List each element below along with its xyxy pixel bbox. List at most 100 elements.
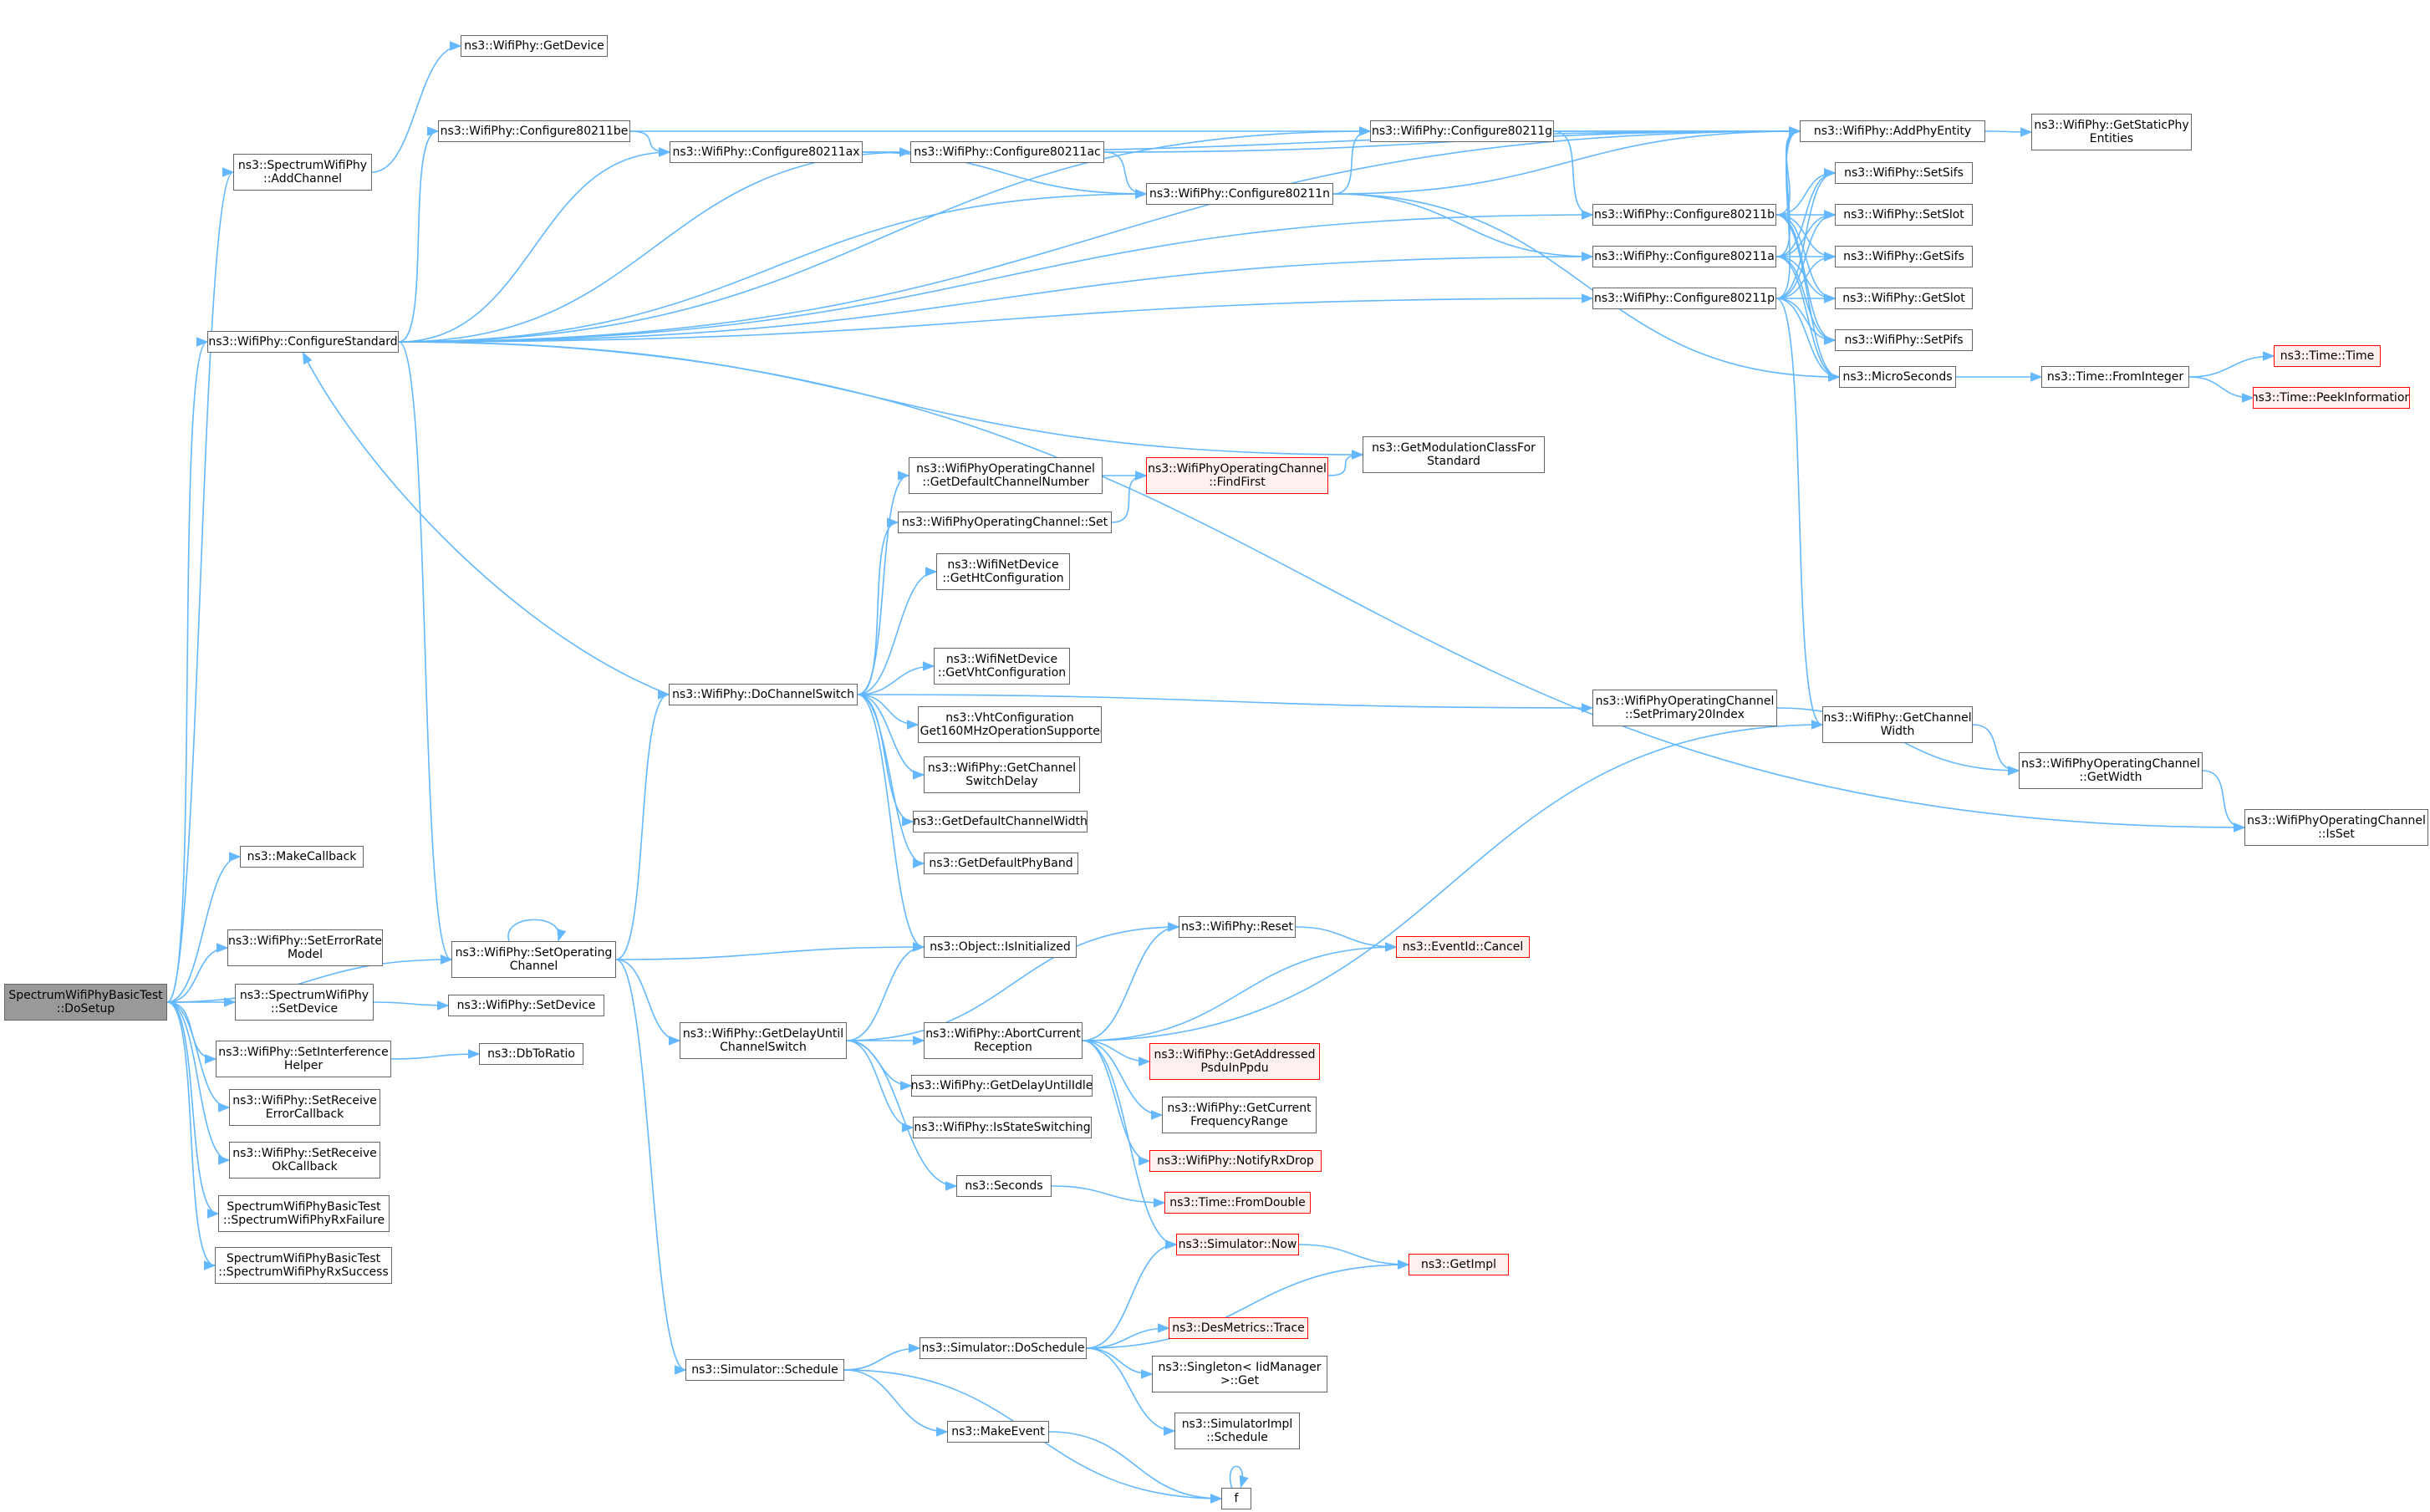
edge-abortrx-to-cancel [1082,942,1398,1041]
node-getvht[interactable]: ns3::WifiNetDevice::GetVhtConfiguration [934,648,1070,685]
edge-c80211p-to-setpifs [1775,298,1837,345]
node-addphyentity[interactable]: ns3::WifiPhy::AddPhyEntity [1800,120,1985,142]
node-label-line: ns3::DesMetrics::Trace [1172,1321,1305,1335]
node-label-line: Model [287,948,323,961]
edge-docs-to-isinit [857,694,925,952]
node-getht[interactable]: ns3::WifiNetDevice::GetHtConfiguration [936,553,1070,590]
node-label-line: ns3::Singleton< IidManager [1158,1361,1322,1374]
node-c80211ac[interactable]: ns3::WifiPhy::Configure80211ac [910,141,1104,163]
edge-abortrx-to-getcurfreq [1082,1040,1164,1120]
node-wifisetdevice[interactable]: ns3::WifiPhy::SetDevice [448,995,604,1016]
edge-addchannel-to-getdevice [371,41,462,173]
node-getdefband[interactable]: ns3::GetDefaultPhyBand [924,853,1078,874]
node-label-line: ns3::WifiPhy::SetInterference [218,1046,389,1059]
edge-configstandard-to-opisset [398,341,2246,832]
node-singleton[interactable]: ns3::Singleton< IidManager>::Get [1152,1356,1327,1392]
node-c80211n[interactable]: ns3::WifiPhy::Configure80211n [1146,183,1333,205]
node-label-line: ::AddChannel [262,172,342,186]
node-opgetdefault[interactable]: ns3::WifiPhyOperatingChannel::GetDefault… [909,457,1103,494]
edge-configstandard-to-c80211a [398,252,1594,343]
edge-abortrx-to-getaddressed [1082,1040,1151,1067]
node-rxsuccess[interactable]: SpectrumWifiPhyBasicTest::SpectrumWifiPh… [215,1247,392,1284]
node-label-line: ns3::WifiPhy::SetErrorRate [228,934,382,948]
edge-configstandard-to-c80211ax [398,147,671,343]
node-c80211a[interactable]: ns3::WifiPhy::Configure80211a [1592,246,1776,267]
node-opisset[interactable]: ns3::WifiPhyOperatingChannel::IsSet [2244,809,2428,846]
node-f[interactable]: f [1221,1488,1251,1509]
edge-root-to-addchannel [166,167,235,1003]
node-getimpl[interactable]: ns3::GetImpl [1409,1254,1509,1275]
node-c80211b[interactable]: ns3::WifiPhy::Configure80211b [1592,204,1776,226]
node-configstandard[interactable]: ns3::WifiPhy::ConfigureStandard [207,331,399,353]
node-isswitching[interactable]: ns3::WifiPhy::IsStateSwitching [913,1117,1092,1138]
edge-setopch-to-docs [615,690,670,960]
node-frominteger[interactable]: ns3::Time::FromInteger [2041,366,2189,388]
node-addchannel[interactable]: ns3::SpectrumWifiPhy::AddChannel [233,154,372,191]
node-dbtoratio[interactable]: ns3::DbToRatio [479,1043,583,1065]
node-docs[interactable]: ns3::WifiPhy::DoChannelSwitch [669,684,858,705]
node-label-line: ErrorCallback [265,1107,344,1121]
node-specsetdevice[interactable]: ns3::SpectrumWifiPhy::SetDevice [235,984,374,1021]
node-notifyrxdrop[interactable]: ns3::WifiPhy::NotifyRxDrop [1149,1150,1322,1172]
node-c80211ax[interactable]: ns3::WifiPhy::Configure80211ax [670,141,863,163]
edge-abortrx-to-simnow [1082,1040,1178,1250]
node-opfindfirst[interactable]: ns3::WifiPhyOperatingChannel::FindFirst [1146,457,1328,494]
node-root[interactable]: SpectrumWifiPhyBasicTest::DoSetup [4,984,167,1021]
node-getsifs[interactable]: ns3::WifiPhy::GetSifs [1835,246,1973,267]
node-label-line: ns3::WifiPhyOperatingChannel [2247,814,2426,827]
node-label-line: ns3::WifiNetDevice [945,653,1058,666]
edge-schedule-to-makeevent [843,1369,949,1437]
node-makecallback[interactable]: ns3::MakeCallback [240,846,364,868]
node-getslot[interactable]: ns3::WifiPhy::GetSlot [1835,288,1973,309]
node-seconds[interactable]: ns3::Seconds [956,1175,1052,1197]
node-label-line: ns3::MakeCallback [247,850,357,863]
node-getdelayidle[interactable]: ns3::WifiPhy::GetDelayUntilIdle [911,1075,1093,1097]
node-fromdouble[interactable]: ns3::Time::FromDouble [1164,1192,1311,1214]
node-cancel[interactable]: ns3::EventId::Cancel [1396,936,1530,958]
node-makeevent[interactable]: ns3::MakeEvent [947,1421,1049,1443]
node-desmetrics[interactable]: ns3::DesMetrics::Trace [1169,1317,1308,1339]
node-getdefwidth[interactable]: ns3::GetDefaultChannelWidth [913,811,1088,832]
edge-root-to-configstandard [166,337,209,1003]
node-label-line: ns3::WifiPhy::Configure80211ac [914,145,1101,159]
node-setsifs[interactable]: ns3::WifiPhy::SetSifs [1835,162,1973,184]
node-c80211g[interactable]: ns3::WifiPhy::Configure80211g [1370,120,1554,142]
node-opgetwidth[interactable]: ns3::WifiPhyOperatingChannel::GetWidth [2019,752,2203,789]
node-rxfailure[interactable]: SpectrumWifiPhyBasicTest::SpectrumWifiPh… [218,1195,390,1232]
node-timetime[interactable]: ns3::Time::Time [2274,345,2381,367]
node-setpifs[interactable]: ns3::WifiPhy::SetPifs [1835,329,1973,351]
node-simimplsched[interactable]: ns3::SimulatorImpl::Schedule [1174,1413,1300,1449]
node-label-line: Reception [974,1041,1032,1054]
node-schedule[interactable]: ns3::Simulator::Schedule [685,1359,844,1381]
node-opset[interactable]: ns3::WifiPhyOperatingChannel::Set [898,512,1112,533]
node-label-line: ::Get160MHzOperationSupported [918,725,1102,738]
node-simnow[interactable]: ns3::Simulator::Now [1176,1234,1299,1255]
node-isinit[interactable]: ns3::Object::IsInitialized [924,936,1077,958]
node-getdevice[interactable]: ns3::WifiPhy::GetDevice [461,35,608,57]
node-microseconds[interactable]: ns3::MicroSeconds [1839,366,1956,388]
node-c80211be[interactable]: ns3::WifiPhy::Configure80211be [438,120,630,142]
edge-configstandard-to-setopch [398,341,453,965]
node-setslot[interactable]: ns3::WifiPhy::SetSlot [1835,204,1973,226]
node-label-line: ns3::SpectrumWifiPhy [237,159,368,172]
node-setprimary[interactable]: ns3::WifiPhyOperatingChannel::SetPrimary… [1592,690,1777,726]
node-c80211p[interactable]: ns3::WifiPhy::Configure80211p [1592,288,1776,309]
node-doschedule[interactable]: ns3::Simulator::DoSchedule [920,1337,1087,1359]
node-peekinfo[interactable]: ns3::Time::PeekInformation [2253,387,2410,409]
node-vht160[interactable]: ns3::VhtConfiguration::Get160MHzOperatio… [918,706,1102,743]
node-reset[interactable]: ns3::WifiPhy::Reset [1179,916,1296,938]
